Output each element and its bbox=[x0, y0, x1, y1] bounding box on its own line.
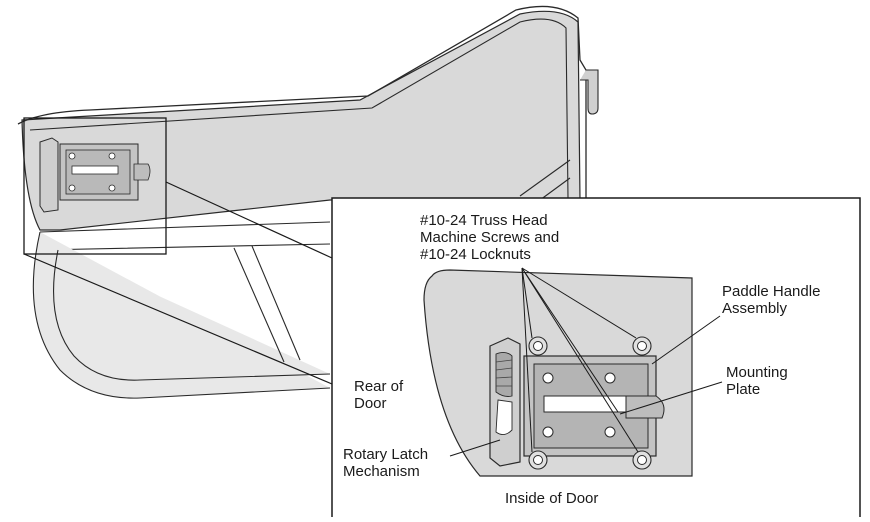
screw-icon bbox=[632, 336, 652, 356]
door-frame-lower-rail bbox=[39, 221, 331, 251]
label-paddle-handle-assembly: Paddle Handle Assembly bbox=[722, 283, 821, 317]
door-panel-background bbox=[21, 10, 581, 231]
label-mounting-plate: Mounting Plate bbox=[726, 364, 788, 398]
door-frame bbox=[17, 5, 599, 399]
small-screw-icon bbox=[68, 184, 76, 192]
zoom-connector-lines bbox=[23, 181, 333, 385]
door-frame-diagonal-brace bbox=[519, 159, 571, 201]
label-rotary-latch-mechanism: Rotary Latch Mechanism bbox=[343, 446, 429, 480]
truss-head-screws bbox=[528, 336, 652, 470]
hinge-pin bbox=[580, 69, 599, 115]
callout-leader-lines bbox=[449, 267, 723, 457]
small-rotary-latch bbox=[39, 137, 59, 213]
rotary-latch-mechanism bbox=[489, 337, 521, 467]
label-inside-of-door: Inside of Door bbox=[505, 490, 599, 507]
small-paddle-slot bbox=[71, 165, 119, 175]
small-paddle bbox=[133, 163, 151, 181]
screw-icon bbox=[632, 450, 652, 470]
detail-inset bbox=[331, 197, 861, 522]
small-screw-icon bbox=[108, 184, 116, 192]
door-frame-tube-inner bbox=[29, 18, 569, 199]
door-frame-middle-strut bbox=[233, 245, 301, 363]
screw-icon bbox=[528, 336, 548, 356]
screw-icon bbox=[528, 450, 548, 470]
label-screws-and-locknuts: #10-24 Truss Head Machine Screws and #10… bbox=[420, 212, 560, 263]
door-frame-tube-outer bbox=[17, 5, 587, 210]
label-rear-of-door: Rear of Door bbox=[354, 378, 404, 412]
door-frame-left-leg bbox=[32, 231, 331, 399]
small-screw-icon bbox=[68, 152, 76, 160]
small-screw-icon bbox=[108, 152, 116, 160]
detail-box-small bbox=[23, 117, 167, 255]
latch-detail-source bbox=[23, 117, 167, 255]
